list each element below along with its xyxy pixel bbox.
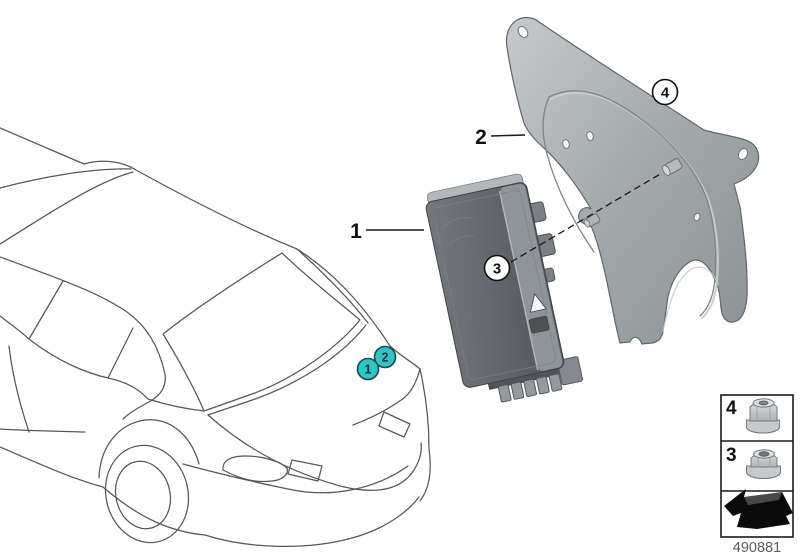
installation-direction-arrow-icon <box>724 489 793 529</box>
car-bumper-lower <box>102 486 420 547</box>
car-taillight-quarter <box>222 455 288 483</box>
location-marker-1[interactable]: 1 <box>356 357 380 381</box>
rear-module-bracket <box>505 16 760 345</box>
callout-3-circle[interactable] <box>483 254 511 282</box>
legend-cell-3[interactable]: 3 <box>726 445 781 479</box>
collar-nut-icon <box>746 398 780 434</box>
module-latch-notch <box>528 315 550 334</box>
car-spoiler-lip <box>352 368 421 426</box>
car-trunk-corner-piece <box>378 411 411 438</box>
bracket-embossed-ridge <box>542 90 719 332</box>
callout-2[interactable]: 2 <box>475 126 526 149</box>
car-b-pillar <box>28 280 64 340</box>
callout-4[interactable]: 4 <box>651 78 679 106</box>
bracket-holes <box>517 26 749 222</box>
module-molded-arc <box>442 216 474 246</box>
location-marker-1-label: 1 <box>365 363 372 377</box>
car-bumper-crease <box>182 463 409 494</box>
car-glass-band-bottom <box>0 315 149 400</box>
callout-4-label: 4 <box>661 85 670 102</box>
module-connector-pins <box>497 373 563 403</box>
bolt-hole-top-tab <box>517 26 529 38</box>
rivet-hole-c <box>693 212 701 222</box>
car-tire <box>104 444 190 544</box>
car-rear-window <box>162 252 361 412</box>
car-rocker-line <box>0 428 86 433</box>
callout-3-label: 3 <box>493 261 501 278</box>
car-trunk-crease <box>207 324 367 416</box>
mounting-stud-lower <box>583 213 601 228</box>
car-bumper-top <box>207 414 422 491</box>
legend-cell-arrow[interactable] <box>724 489 793 529</box>
legend-cell-4-label: 4 <box>726 398 737 419</box>
module-triangle-mark <box>529 293 547 313</box>
bracket-body <box>505 16 760 345</box>
car-wheel-arch <box>98 419 200 479</box>
rivet-hole-b <box>586 131 594 141</box>
car-sill-lower <box>0 446 104 488</box>
rivet-hole-a <box>562 139 570 149</box>
car-roofline <box>83 160 369 324</box>
car-bumper-corner <box>419 448 431 502</box>
legend-cell-3-label: 3 <box>726 445 737 466</box>
legend-cell-4[interactable]: 4 <box>726 398 780 434</box>
installation-direction-arrow-fold <box>744 492 782 505</box>
car-door-line <box>8 345 30 433</box>
car-outline <box>0 127 431 547</box>
location-marker-2-circle[interactable] <box>373 345 397 369</box>
module-inner-bevel <box>433 190 556 381</box>
location-marker-2-label: 2 <box>382 351 389 365</box>
car-quarter-outer-line <box>296 248 421 370</box>
location-marker-2[interactable]: 2 <box>373 345 397 369</box>
car-roof-front-edge <box>0 127 85 165</box>
car-far-roof-edge <box>0 168 132 189</box>
callout-3[interactable]: 3 <box>483 254 511 282</box>
car-c-pillar-divider <box>107 327 134 379</box>
diagram-number: 490881 <box>733 540 781 556</box>
car-far-pillar-line <box>0 171 134 245</box>
bolt-hole-right-tab <box>737 147 749 161</box>
car-rim <box>114 460 172 530</box>
mounting-stud-upper <box>662 158 683 176</box>
callout-1[interactable]: 1 <box>350 220 424 243</box>
car-taillight-trunk <box>287 459 323 482</box>
location-marker-1-circle[interactable] <box>356 357 380 381</box>
callout-2-label[interactable]: 2 <box>475 126 487 149</box>
control-module <box>425 173 583 403</box>
leader-dashed-3 <box>510 172 663 263</box>
car-trunk-right-edge <box>419 368 430 450</box>
callout-2-leader <box>490 134 526 137</box>
legend-box: 4 3 <box>720 394 794 538</box>
callout-4-circle[interactable] <box>651 78 679 106</box>
module-edge-highlight <box>498 190 539 371</box>
car-beltline-rear <box>147 398 205 412</box>
flange-nut-icon <box>746 449 781 479</box>
car-glass-band-top <box>0 256 166 420</box>
callout-1-label[interactable]: 1 <box>350 220 362 243</box>
